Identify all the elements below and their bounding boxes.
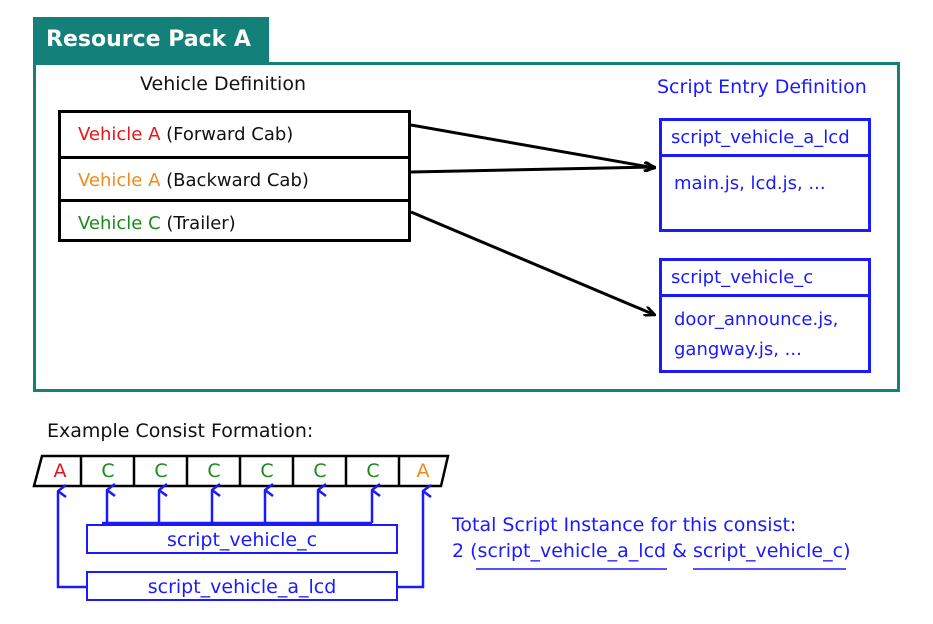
bracket-a-lines [56, 491, 423, 589]
consist-car: A [53, 460, 67, 482]
vehicle-row-backward-cab: Vehicle A (Backward Cab) [61, 156, 408, 199]
summary-sep: & [666, 540, 693, 562]
script-entry-a-lcd: script_vehicle_a_lcd main.js, lcd.js, ..… [659, 118, 871, 232]
arrow-trailer-to-c [410, 210, 655, 315]
summary-line-1: Total Script Instance for this consist: [452, 514, 797, 536]
consist-car: C [207, 460, 221, 482]
script-entry-c: script_vehicle_c door_announce.js, gangw… [659, 258, 871, 373]
script-entry-name: script_vehicle_a_lcd [662, 121, 868, 157]
vehicle-row-forward-cab: Vehicle A (Forward Cab) [61, 113, 408, 156]
script-file-line: main.js, lcd.js, ... [674, 173, 826, 194]
summary-suffix: ) [843, 540, 851, 562]
consist-train [32, 454, 450, 488]
script-file-line: gangway.js, ... [674, 339, 802, 360]
vehicle-desc: (Forward Cab) [166, 124, 294, 145]
consist-car: C [260, 460, 274, 482]
consist-car: C [313, 460, 327, 482]
consist-car: A [416, 460, 430, 482]
vehicle-desc: (Backward Cab) [166, 170, 309, 191]
script-entry-name: script_vehicle_c [662, 261, 868, 297]
vehicle-definition-heading: Vehicle Definition [140, 73, 306, 95]
vehicle-desc: (Trailer) [166, 213, 236, 234]
vehicle-definition-table: Vehicle A (Forward Cab) Vehicle A (Backw… [58, 110, 411, 242]
summary-link-c: script_vehicle_c [693, 540, 844, 562]
summary-line-2: 2 (script_vehicle_a_lcd & script_vehicle… [452, 540, 850, 562]
vehicle-name: Vehicle C [78, 213, 161, 234]
script-entry-files: door_announce.js, gangway.js, ... [662, 297, 868, 365]
bracket-c-lines [102, 490, 372, 525]
summary-link-a-lcd: script_vehicle_a_lcd [477, 540, 667, 562]
arrow-backward-cab-to-lcd [410, 167, 655, 174]
consist-car: C [154, 460, 168, 482]
vehicle-name: Vehicle A [78, 170, 161, 191]
vehicle-name: Vehicle A [78, 124, 161, 145]
resource-pack-title: Resource Pack A [33, 17, 269, 63]
consist-label: Example Consist Formation: [47, 420, 314, 442]
resource-pack-frame [33, 62, 900, 392]
script-file-line: door_announce.js, [674, 309, 839, 330]
arrow-forward-cab-to-lcd [410, 123, 655, 168]
consist-car: C [101, 460, 115, 482]
vehicle-row-trailer: Vehicle C (Trailer) [61, 199, 408, 242]
script-entry-files: main.js, lcd.js, ... [662, 157, 868, 199]
summary-prefix: 2 ( [452, 540, 478, 562]
script-entry-definition-heading: Script Entry Definition [657, 76, 867, 98]
bracket-a-label: script_vehicle_a_lcd [86, 571, 398, 601]
bracket-c-label: script_vehicle_c [86, 524, 398, 554]
consist-car: C [366, 460, 380, 482]
